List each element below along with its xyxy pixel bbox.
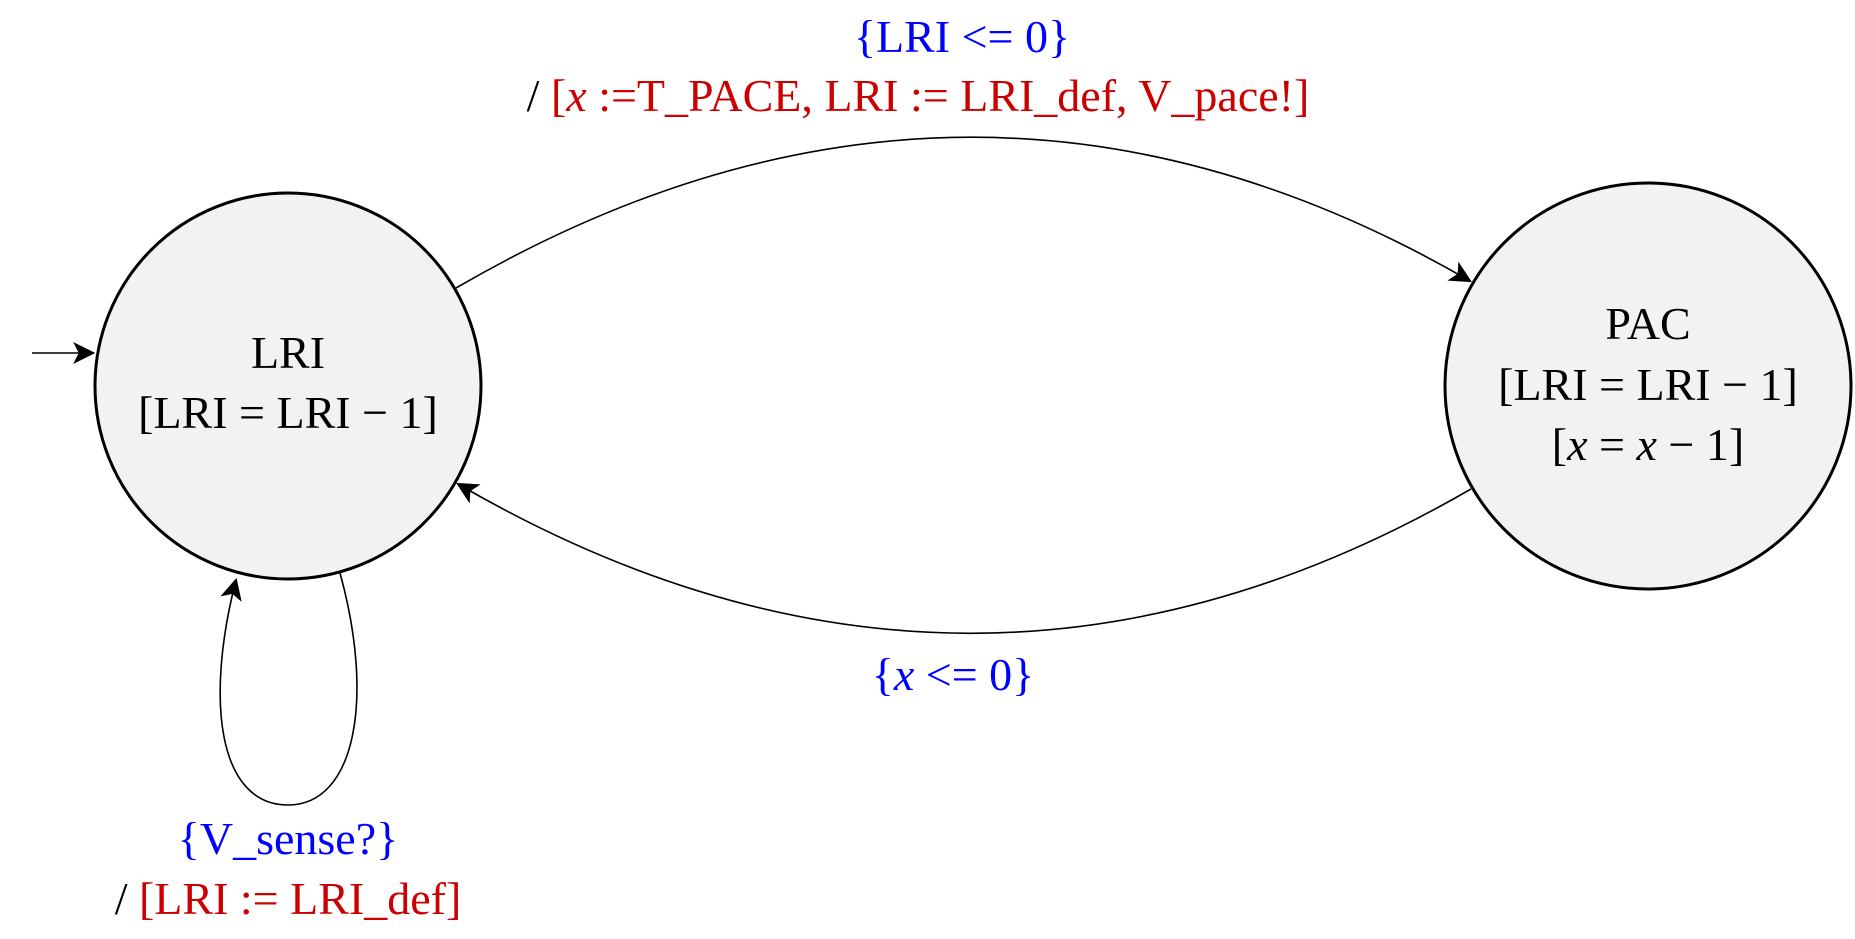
edge-lri-self-loop-label: {V_sense?} / [LRI := LRI_def] (115, 813, 462, 924)
edge-lri-to-pac-label: {LRI <= 0} / [x :=T_PACE, LRI := LRI_def… (527, 11, 1310, 121)
edge-lri-to-pac-action: / [x :=T_PACE, LRI := LRI_def, V_pace!] (527, 70, 1310, 121)
state-pac-name: PAC (1605, 298, 1690, 349)
state-pac[interactable]: PAC [LRI = LRI − 1] [x = x − 1] (1443, 181, 1853, 591)
state-lri-name: LRI (251, 327, 325, 378)
edge-lri-to-pac-guard: {LRI <= 0} (854, 11, 1070, 62)
state-pac-update-x: [x = x − 1] (1552, 419, 1744, 470)
state-lri[interactable]: LRI [LRI = LRI − 1] (93, 191, 483, 581)
edge-lri-self-loop-action: / [LRI := LRI_def] (115, 873, 462, 924)
edge-lri-to-pac[interactable] (455, 136, 1472, 289)
edge-pac-to-lri[interactable] (456, 482, 1472, 635)
state-pac-circle (1443, 181, 1853, 591)
state-lri-circle (93, 191, 483, 581)
edge-lri-self-loop[interactable] (219, 572, 358, 806)
edge-lri-self-loop-guard: {V_sense?} (178, 813, 398, 864)
state-lri-update: [LRI = LRI − 1] (138, 387, 438, 438)
state-pac-update-lri: [LRI = LRI − 1] (1498, 359, 1798, 410)
edge-pac-to-lri-guard: {x <= 0} (872, 649, 1034, 700)
